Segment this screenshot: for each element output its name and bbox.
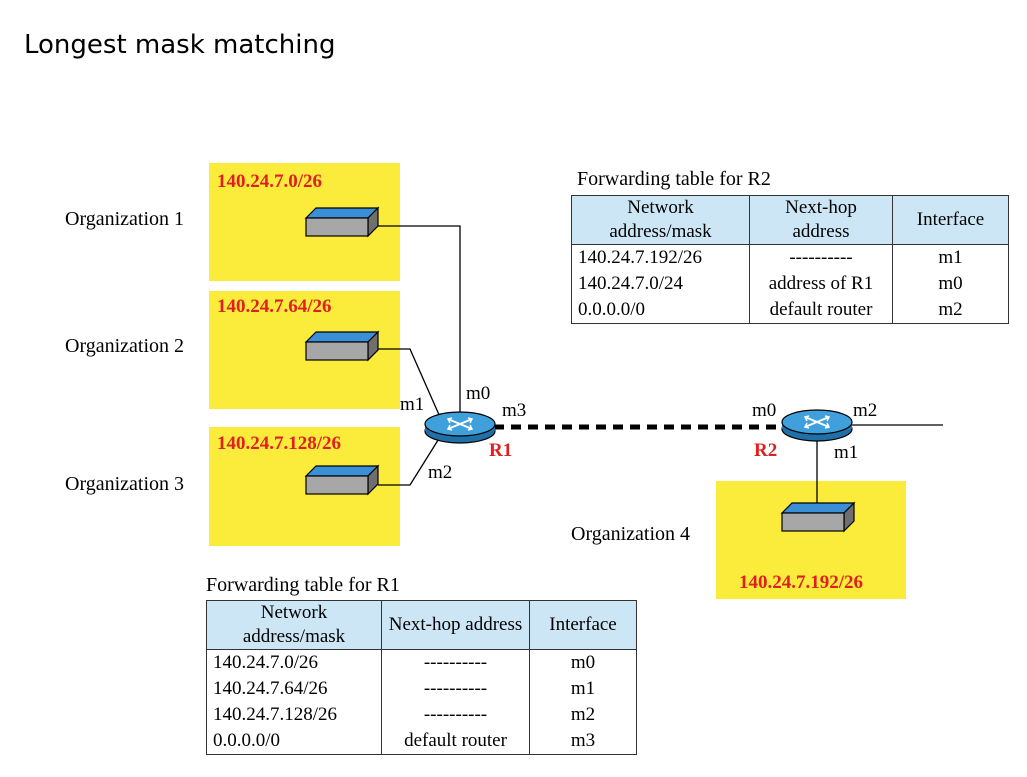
org3-address: 140.24.7.128/26 bbox=[217, 433, 341, 454]
cell-nexthop: ---------- bbox=[381, 649, 530, 676]
table-row: 0.0.0.0/0 default router m2 bbox=[571, 297, 1009, 324]
cell-interface: m2 bbox=[529, 702, 637, 728]
forwarding-table-r2: Network address/mask Next-hop address In… bbox=[571, 195, 1009, 324]
link-org3-r1 bbox=[378, 436, 441, 486]
org1-host-icon bbox=[305, 207, 379, 237]
org2-host-icon bbox=[305, 331, 379, 361]
table-header-row: Network address/mask Next-hop address In… bbox=[206, 600, 637, 650]
org4-box bbox=[716, 481, 906, 599]
r2-port-m2: m2 bbox=[853, 400, 877, 421]
cell-interface: m0 bbox=[892, 271, 1009, 297]
table-row: 0.0.0.0/0 default router m3 bbox=[206, 728, 637, 755]
table-row: 140.24.7.0/26 ---------- m0 bbox=[206, 649, 637, 676]
header-interface: Interface bbox=[529, 600, 637, 650]
slide-title: Longest mask matching bbox=[24, 30, 336, 60]
cell-network: 140.24.7.0/24 bbox=[571, 271, 750, 297]
cell-network: 0.0.0.0/0 bbox=[206, 728, 382, 755]
router-r2-name: R2 bbox=[754, 440, 777, 461]
router-r2-icon bbox=[781, 409, 853, 442]
org2-label: Organization 2 bbox=[65, 335, 184, 357]
org3-label: Organization 3 bbox=[65, 473, 184, 495]
header-nexthop: Next-hop address bbox=[749, 195, 893, 245]
org4-host-icon bbox=[781, 502, 855, 532]
header-network: Network address/mask bbox=[206, 600, 382, 650]
cell-nexthop: address of R1 bbox=[749, 271, 893, 297]
r1-port-m2: m2 bbox=[428, 462, 452, 483]
cell-interface: m0 bbox=[529, 649, 637, 676]
r2-port-m1: m1 bbox=[834, 442, 858, 463]
header-nexthop: Next-hop address bbox=[381, 600, 530, 650]
header-interface: Interface bbox=[892, 195, 1009, 245]
cell-interface: m3 bbox=[529, 728, 637, 755]
link-org2-r1 bbox=[378, 348, 441, 418]
org4-address: 140.24.7.192/26 bbox=[739, 572, 863, 593]
table-r1-caption: Forwarding table for R1 bbox=[206, 574, 400, 596]
cell-nexthop: default router bbox=[381, 728, 530, 755]
r1-port-m0: m0 bbox=[466, 383, 490, 404]
table-row: 140.24.7.0/24 address of R1 m0 bbox=[571, 271, 1009, 297]
cell-interface: m1 bbox=[529, 676, 637, 702]
cell-nexthop: ---------- bbox=[381, 702, 530, 728]
table-row: 140.24.7.192/26 ---------- m1 bbox=[571, 244, 1009, 271]
r1-port-m3: m3 bbox=[502, 400, 526, 421]
cell-nexthop: default router bbox=[749, 297, 893, 324]
org1-label: Organization 1 bbox=[65, 208, 184, 230]
org1-address: 140.24.7.0/26 bbox=[217, 171, 322, 192]
forwarding-table-r1: Network address/mask Next-hop address In… bbox=[206, 600, 637, 755]
r1-port-m1: m1 bbox=[400, 394, 424, 415]
router-r1-icon bbox=[424, 411, 496, 444]
table-header-row: Network address/mask Next-hop address In… bbox=[571, 195, 1009, 245]
cell-nexthop: ---------- bbox=[381, 676, 530, 702]
r2-port-m0: m0 bbox=[752, 400, 776, 421]
link-org1-r1 bbox=[378, 225, 461, 417]
table-row: 140.24.7.64/26 ---------- m1 bbox=[206, 676, 637, 702]
cell-network: 140.24.7.192/26 bbox=[571, 244, 750, 271]
header-network: Network address/mask bbox=[571, 195, 750, 245]
org4-label: Organization 4 bbox=[571, 523, 690, 545]
cell-interface: m1 bbox=[892, 244, 1009, 271]
org2-address: 140.24.7.64/26 bbox=[217, 296, 332, 317]
org3-host-icon bbox=[305, 465, 379, 495]
cell-network: 140.24.7.128/26 bbox=[206, 702, 382, 728]
table-r2-caption: Forwarding table for R2 bbox=[577, 168, 771, 190]
cell-network: 140.24.7.64/26 bbox=[206, 676, 382, 702]
table-row: 140.24.7.128/26 ---------- m2 bbox=[206, 702, 637, 728]
cell-nexthop: ---------- bbox=[749, 244, 893, 271]
router-r1-name: R1 bbox=[489, 440, 512, 461]
cell-network: 140.24.7.0/26 bbox=[206, 649, 382, 676]
cell-interface: m2 bbox=[892, 297, 1009, 324]
cell-network: 0.0.0.0/0 bbox=[571, 297, 750, 324]
